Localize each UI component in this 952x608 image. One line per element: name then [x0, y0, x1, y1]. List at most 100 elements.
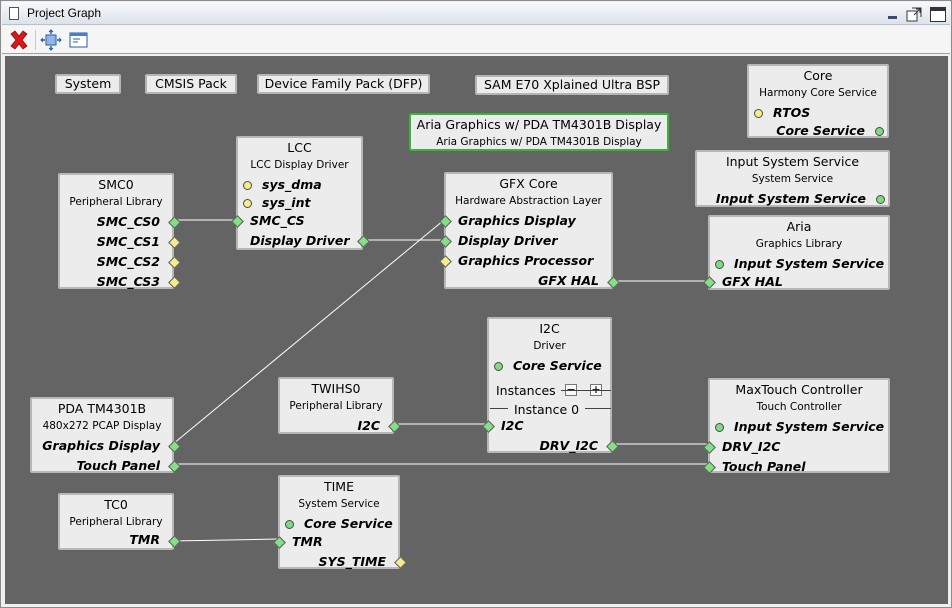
connection-wires [172, 219, 708, 542]
node-title: SMC0 [98, 177, 134, 192]
instances-line [561, 390, 611, 391]
node-title: I2C [539, 321, 560, 336]
port-core-service-dot-icon[interactable] [285, 520, 294, 529]
port-label: SMC_CS3 [96, 274, 160, 289]
document-icon [9, 7, 19, 20]
port-label: GFX HAL [722, 274, 783, 289]
port-label: DRV_I2C [722, 439, 781, 454]
port-label: I2C [501, 418, 524, 433]
node-i2c[interactable]: I2C Driver Core Service Instances − + In… [482, 317, 619, 453]
port-sys-int-dot-icon[interactable] [243, 199, 252, 208]
port-rtos-dot-icon[interactable] [754, 109, 763, 118]
node-time[interactable]: TIME System Service Core Service TMR SYS… [273, 475, 407, 569]
node-tc0[interactable]: TC0 Peripheral Library TMR [58, 493, 181, 550]
port-label: Input System Service [734, 256, 885, 271]
port-label: SMC_CS0 [96, 214, 160, 229]
wire-pda-graphics-display-gfx[interactable] [172, 219, 445, 445]
node-subtitle: Graphics Library [755, 238, 843, 250]
node-pda-tm4301b[interactable]: PDA TM4301B 480x272 PCAP Display Graphic… [30, 397, 181, 473]
port-label: SMC_CS2 [96, 254, 160, 269]
restore-icon[interactable] [906, 7, 922, 22]
maximize-icon[interactable] [930, 7, 946, 22]
node-aria[interactable]: Aria Graphics Library Input System Servi… [703, 215, 890, 290]
instances-label: Instances [496, 383, 556, 398]
port-label: Core Service [776, 123, 865, 138]
port-label: SMC_CS [250, 213, 305, 228]
port-label: Touch Panel [76, 458, 160, 473]
node-subtitle: Aria Graphics w/ PDA TM4301B Display [436, 136, 642, 148]
node-subtitle: 480x272 PCAP Display [42, 420, 162, 432]
graph-canvas[interactable]: System CMSIS Pack Device Family Pack (DF… [5, 56, 948, 604]
port-core-service-dot-icon[interactable] [494, 362, 503, 371]
node-aria-pda-display[interactable]: Aria Graphics w/ PDA TM4301B Display Ari… [409, 113, 669, 151]
port-label: TMR [292, 534, 323, 549]
wire-tc0-tmr-time[interactable] [172, 538, 279, 542]
port-label: Input System Service [715, 191, 866, 206]
port-label: RTOS [773, 105, 811, 120]
node-subtitle: Touch Controller [756, 401, 842, 413]
node-title: LCC [287, 140, 312, 155]
node-subtitle: Driver [533, 340, 566, 352]
node-title: GFX Core [499, 176, 558, 191]
port-label: Graphics Display [458, 213, 576, 228]
node-smc0[interactable]: SMC0 Peripheral Library SMC_CS0 SMC_CS1 … [58, 173, 181, 289]
dfp-button[interactable]: Device Family Pack (DFP) [257, 74, 430, 94]
port-label: DRV_I2C [539, 438, 598, 453]
minimize-icon[interactable] [887, 10, 899, 20]
port-label: sys_int [262, 195, 311, 210]
node-gfx-core[interactable]: GFX Core Hardware Abstraction Layer Grap… [439, 172, 620, 289]
instance-frame-right [585, 408, 611, 409]
node-title: MaxTouch Controller [735, 382, 863, 397]
bsp-button[interactable]: SAM E70 Xplained Ultra BSP [475, 75, 669, 95]
node-twihs0[interactable]: TWIHS0 Peripheral Library I2C [278, 377, 401, 434]
title-bar: Project Graph [2, 2, 950, 25]
port-label: TMR [129, 532, 160, 547]
port-label: Core Service [513, 358, 602, 373]
port-label: Graphics Processor [458, 253, 594, 268]
node-subtitle: System Service [298, 498, 380, 510]
port-label: Display Driver [458, 233, 558, 248]
node-title: TWIHS0 [311, 381, 361, 396]
node-input-system-service[interactable]: Input System Service System Service Inpu… [695, 150, 890, 207]
view-panel-icon[interactable] [68, 29, 90, 51]
port-sys-dma-dot-icon[interactable] [243, 181, 252, 190]
node-title: Input System Service [725, 154, 860, 169]
node-title: PDA TM4301B [57, 401, 147, 416]
toolbar [2, 26, 950, 54]
cmsis-pack-button[interactable]: CMSIS Pack [145, 74, 237, 94]
node-title: Aria [786, 219, 812, 234]
port-label: Display Driver [250, 233, 350, 248]
port-input-system-dot-icon[interactable] [715, 260, 724, 269]
system-button[interactable]: System [55, 74, 121, 94]
node-lcc[interactable]: LCC LCC Display Driver sys_dma sys_int S… [231, 136, 370, 250]
node-core[interactable]: Core Harmony Core Service RTOS Core Serv… [747, 64, 889, 138]
port-input-system-dot-icon[interactable] [876, 195, 885, 204]
port-label: Touch Panel [722, 459, 806, 474]
node-title: TIME [323, 479, 354, 494]
port-label: Core Service [304, 516, 393, 531]
node-subtitle: LCC Display Driver [250, 159, 349, 171]
port-label: I2C [357, 418, 380, 433]
node-subtitle: Harmony Core Service [759, 87, 877, 99]
instance-frame-left [490, 408, 508, 409]
port-label: Graphics Display [42, 438, 160, 453]
node-subtitle: Hardware Abstraction Layer [455, 195, 602, 207]
node-title: Aria Graphics w/ PDA TM4301B Display [416, 117, 662, 132]
port-label: SYS_TIME [318, 554, 386, 569]
instance-0-label: Instance 0 [514, 402, 580, 417]
node-title: Core [803, 68, 833, 83]
toolbar-separator [35, 30, 36, 50]
node-subtitle: Peripheral Library [69, 196, 163, 208]
fit-to-window-icon[interactable] [40, 29, 62, 51]
port-label: GFX HAL [538, 273, 599, 288]
delete-red-x-icon[interactable] [8, 29, 30, 51]
node-title: TC0 [104, 497, 128, 512]
port-label: sys_dma [262, 177, 322, 192]
port-label: SMC_CS1 [96, 234, 160, 249]
node-maxtouch-controller[interactable]: MaxTouch Controller Touch Controller Inp… [703, 378, 890, 474]
window-title: Project Graph [27, 6, 102, 20]
port-label: Input System Service [734, 419, 885, 434]
port-core-service-dot-icon[interactable] [875, 127, 884, 136]
port-input-system-dot-icon[interactable] [715, 423, 724, 432]
